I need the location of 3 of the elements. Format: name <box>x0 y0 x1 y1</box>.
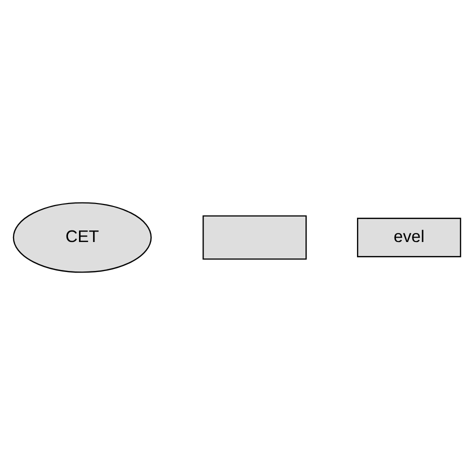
node-ellipse: CET <box>12 202 152 272</box>
node-box: evel <box>357 217 462 257</box>
node-box <box>202 214 307 260</box>
